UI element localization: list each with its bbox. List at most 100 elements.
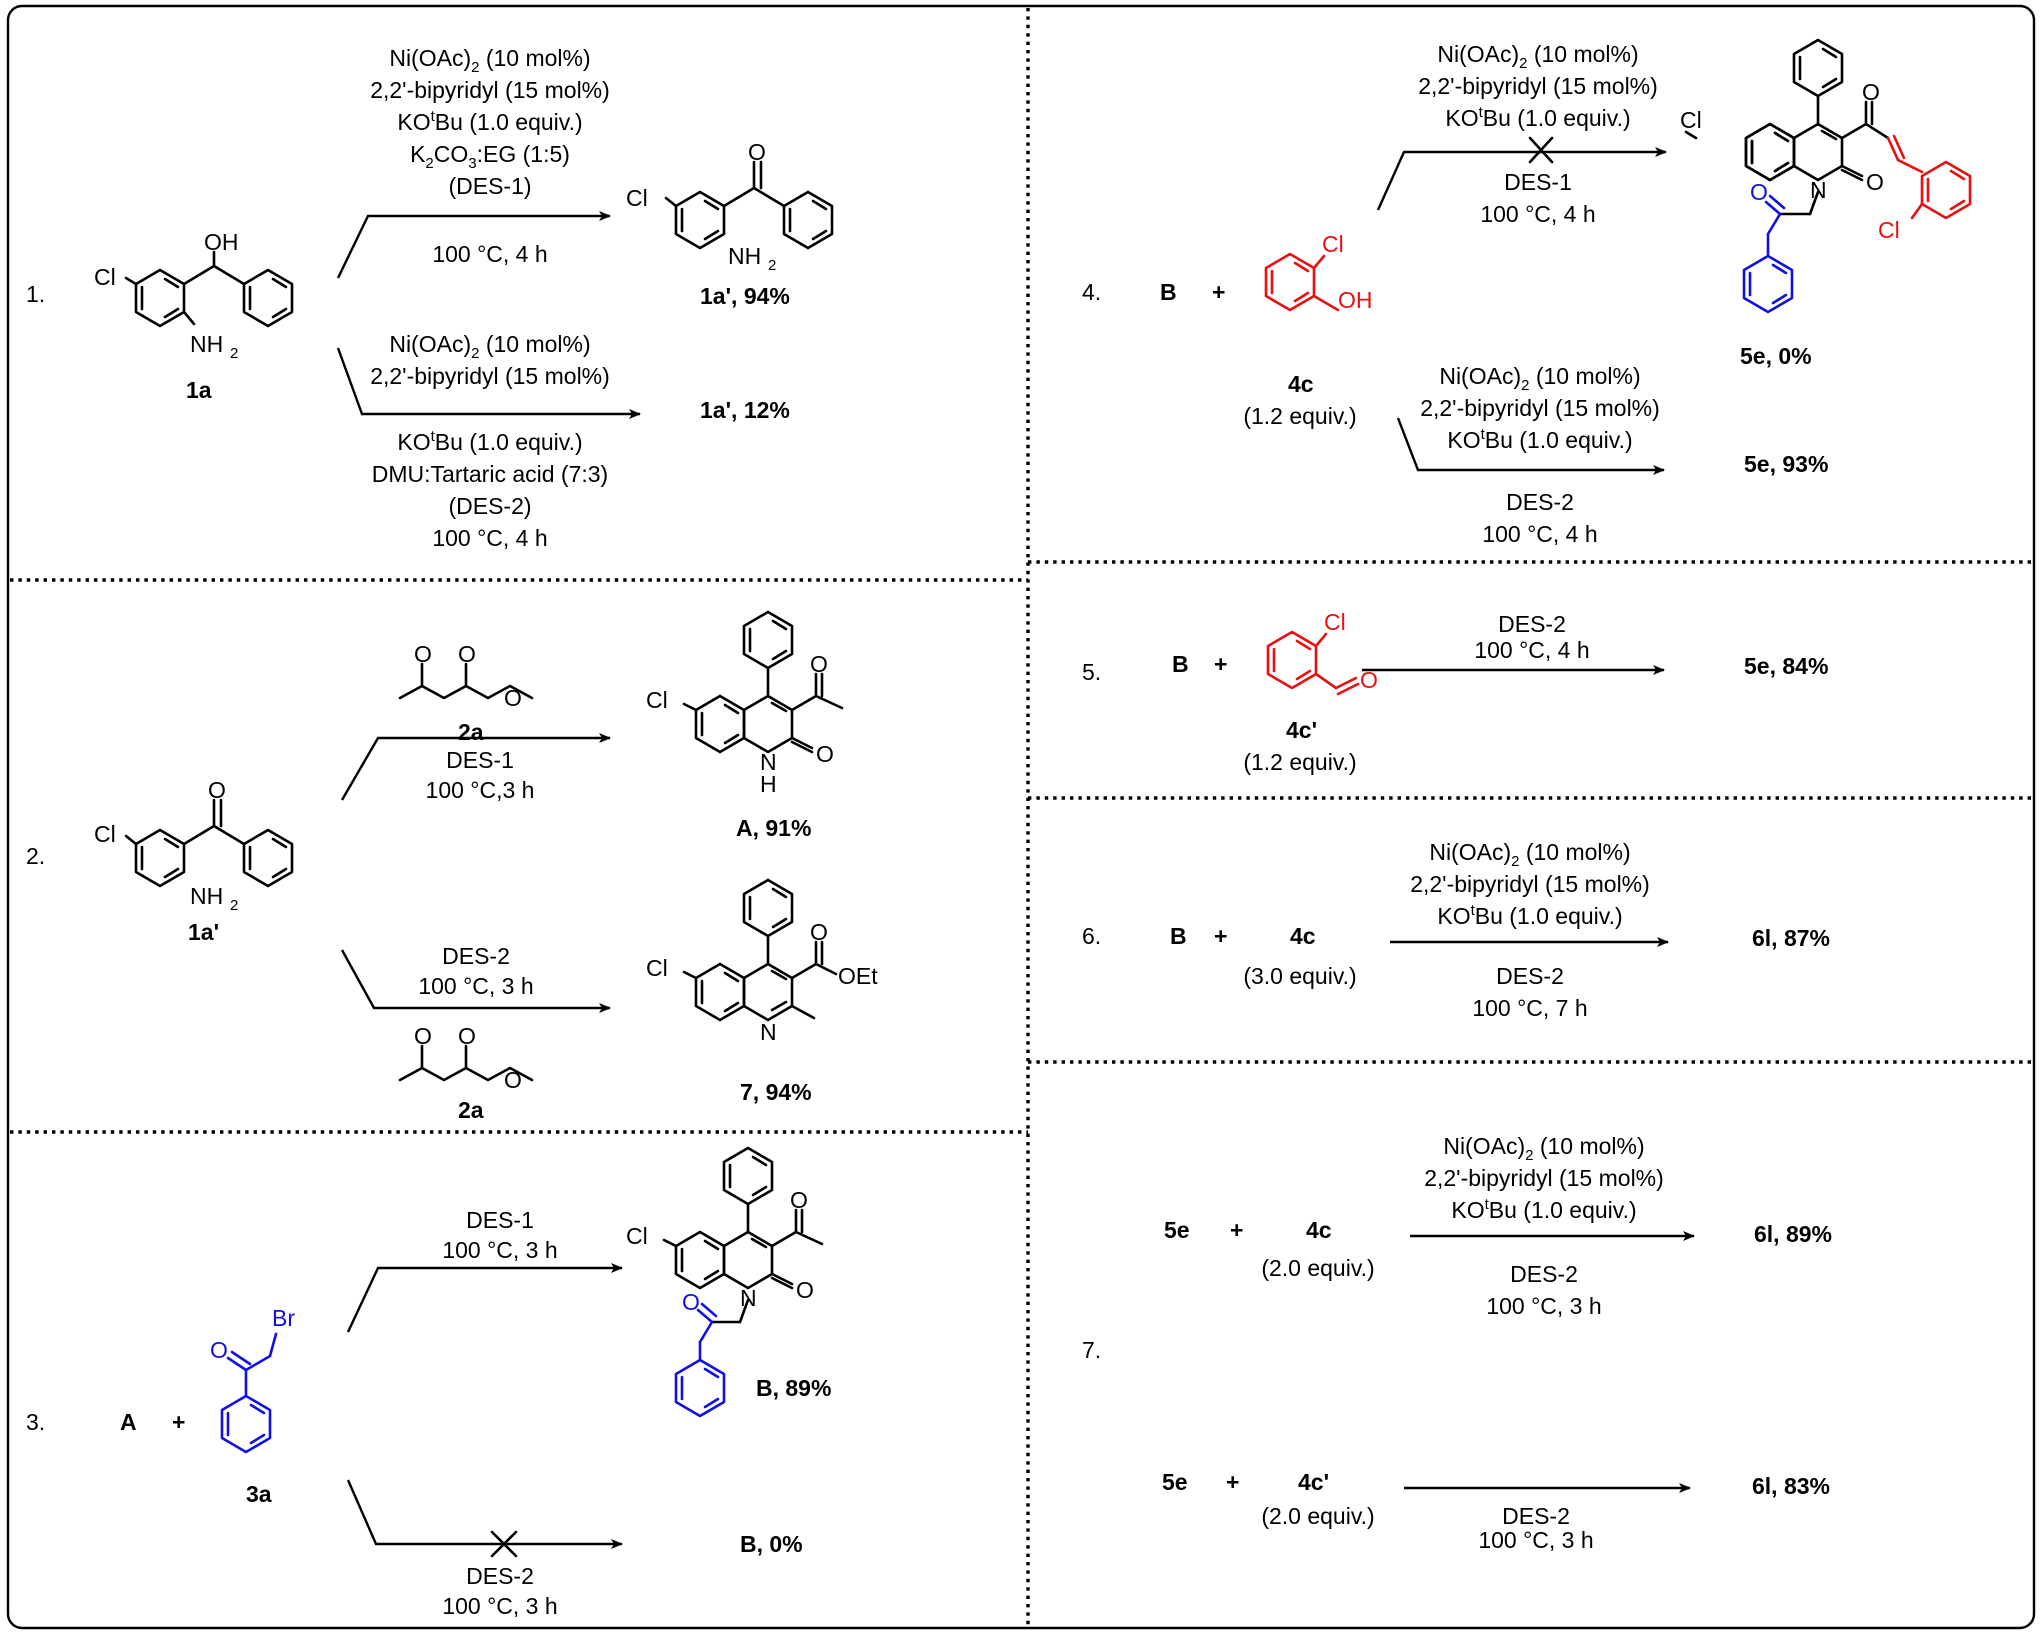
p7-top-product: 6l, 89%	[1754, 1221, 1832, 1247]
reagent-4c-prime-structure: Cl O	[1266, 609, 1378, 696]
atom-nh: NH	[190, 883, 223, 909]
p7-top-reactant: 5e	[1164, 1217, 1190, 1243]
p6-reactant-b: B	[1170, 923, 1187, 949]
p6-reagent-equiv: (3.0 equiv.)	[1243, 963, 1356, 989]
label-1a-prime: 1a'	[188, 919, 219, 945]
p3-bot-cond-1: DES-2	[466, 1563, 534, 1589]
atom-nh-sub: 2	[768, 257, 776, 274]
atom-o: O	[210, 1337, 228, 1363]
p7-bot-reagent-equiv: (2.0 equiv.)	[1261, 1503, 1374, 1529]
panel-1-number: 1.	[26, 281, 45, 307]
arrow-1-bottom	[336, 347, 641, 419]
panel-5-number: 5.	[1082, 659, 1101, 685]
p1-product-top: 1a', 94%	[700, 283, 790, 309]
p6-cond-1: Ni(OAc)2 (10 mol%)	[1429, 839, 1630, 870]
panel-2: 2. O Cl NH 2 1a' O O O 2a DES-1 100 °C,	[26, 610, 878, 1123]
atom-o: O	[458, 1023, 476, 1049]
atom-n: N	[760, 749, 777, 775]
atom-oh: OH	[204, 229, 239, 255]
arrow-2-bottom	[340, 949, 611, 1013]
p2-bot-cond-2: 100 °C, 3 h	[418, 973, 533, 999]
p2-bot-cond-1: DES-2	[442, 943, 510, 969]
atom-cl: Cl	[626, 1223, 648, 1249]
p2-product-bottom: 7, 94%	[740, 1079, 812, 1105]
p1-product-bottom: 1a', 12%	[700, 397, 790, 423]
p5-cond-1: DES-2	[1498, 611, 1566, 637]
panel-3-number: 3.	[26, 1409, 45, 1435]
atom-cl: Cl	[94, 264, 116, 290]
p5-cond-2: 100 °C, 4 h	[1474, 637, 1589, 663]
reagent-2a-top-structure: O O O	[398, 641, 534, 711]
p6-plus: +	[1214, 923, 1227, 949]
p1-top-cond-4: K2CO3:EG (1:5)	[410, 141, 570, 172]
arrow-3-bottom	[346, 1479, 623, 1549]
label-2a-bottom: 2a	[458, 1097, 484, 1123]
p4-top-cond-3: KOtBu (1.0 equiv.)	[1445, 104, 1630, 131]
p7-top-plus: +	[1230, 1217, 1243, 1243]
panel-4-number: 4.	[1082, 279, 1101, 305]
atom-oh: OH	[1338, 287, 1373, 313]
atom-nh: NH	[728, 243, 761, 269]
panel-6: 6. B + 4c (3.0 equiv.) Ni(OAc)2 (10 mol%…	[1082, 839, 1830, 1021]
atom-nh-sub: 2	[230, 345, 238, 362]
label-3a: 3a	[246, 1481, 272, 1507]
p7-bot-plus: +	[1226, 1469, 1239, 1495]
p4-product-top: 5e, 0%	[1740, 343, 1812, 369]
atom-cl: Cl	[626, 185, 648, 211]
p3-product-top: B, 89%	[756, 1375, 831, 1401]
atom-cl: Cl	[1878, 217, 1900, 243]
p6-cond-5: 100 °C, 7 h	[1472, 995, 1587, 1021]
atom-cl: Cl	[1324, 609, 1346, 635]
p5-reactant-b: B	[1172, 651, 1189, 677]
compound-1a-prime-start-structure: O Cl NH 2	[94, 777, 294, 914]
atom-n: N	[1810, 177, 1827, 203]
atom-o: O	[796, 1277, 814, 1303]
blocked-cross	[490, 1530, 518, 1558]
p2-top-cond-2: 100 °C,3 h	[426, 777, 535, 803]
atom-o: O	[414, 641, 432, 667]
panel-7-number: 7.	[1082, 1337, 1101, 1363]
p7-top-cond-1: Ni(OAc)2 (10 mol%)	[1443, 1133, 1644, 1164]
compound-b-structure: O O N O Cl	[626, 1146, 824, 1418]
p5-product: 5e, 84%	[1744, 653, 1828, 679]
p6-product: 6l, 87%	[1752, 925, 1830, 951]
p3-plus: +	[172, 1409, 185, 1435]
atom-n: N	[760, 1019, 777, 1045]
p1-top-cond-5: (DES-1)	[448, 173, 531, 199]
p2-top-cond-1: DES-1	[446, 747, 514, 773]
p7-top-cond-4: DES-2	[1510, 1261, 1578, 1287]
p3-product-bottom: B, 0%	[740, 1531, 803, 1557]
p7-bot-reactant: 5e	[1162, 1469, 1188, 1495]
atom-o: O	[816, 741, 834, 767]
arrow-2-top	[340, 733, 611, 801]
p6-cond-3: KOtBu (1.0 equiv.)	[1437, 902, 1622, 929]
atom-o: O	[810, 919, 828, 945]
compound-a-structure: O O N H Cl	[646, 610, 844, 797]
p3-reactant-a: A	[120, 1409, 137, 1435]
arrow-3-top	[346, 1263, 623, 1333]
label-1a: 1a	[186, 377, 212, 403]
p4-top-cond-5: 100 °C, 4 h	[1480, 201, 1595, 227]
p4-bot-cond-5: 100 °C, 4 h	[1482, 521, 1597, 547]
p4-bot-cond-3: KOtBu (1.0 equiv.)	[1447, 426, 1632, 453]
atom-cl: Cl	[1680, 107, 1702, 133]
atom-cl: Cl	[94, 821, 116, 847]
arrow-4-top	[1376, 147, 1667, 211]
p4-plus: +	[1212, 279, 1225, 305]
atom-n: N	[740, 1285, 757, 1311]
p7-top-cond-2: 2,2'-bipyridyl (15 mol%)	[1424, 1165, 1664, 1191]
p7-top-reagent: 4c	[1306, 1217, 1332, 1243]
p1-bot-cond-2: 2,2'-bipyridyl (15 mol%)	[370, 363, 610, 389]
p3-top-cond-2: 100 °C, 3 h	[442, 1237, 557, 1263]
p4-top-cond-4: DES-1	[1504, 169, 1572, 195]
p4-reactant-b: B	[1160, 279, 1177, 305]
panel-6-number: 6.	[1082, 923, 1101, 949]
atom-o: O	[458, 641, 476, 667]
label-4c-prime: 4c'	[1286, 717, 1317, 743]
p1-bot-cond-6: 100 °C, 4 h	[432, 525, 547, 551]
p6-reagent: 4c	[1290, 923, 1316, 949]
atom-o: O	[790, 1187, 808, 1213]
atom-o: O	[208, 777, 226, 803]
reagent-4c-structure: Cl OH	[1264, 231, 1373, 313]
p7-top-cond-3: KOtBu (1.0 equiv.)	[1451, 1196, 1636, 1223]
